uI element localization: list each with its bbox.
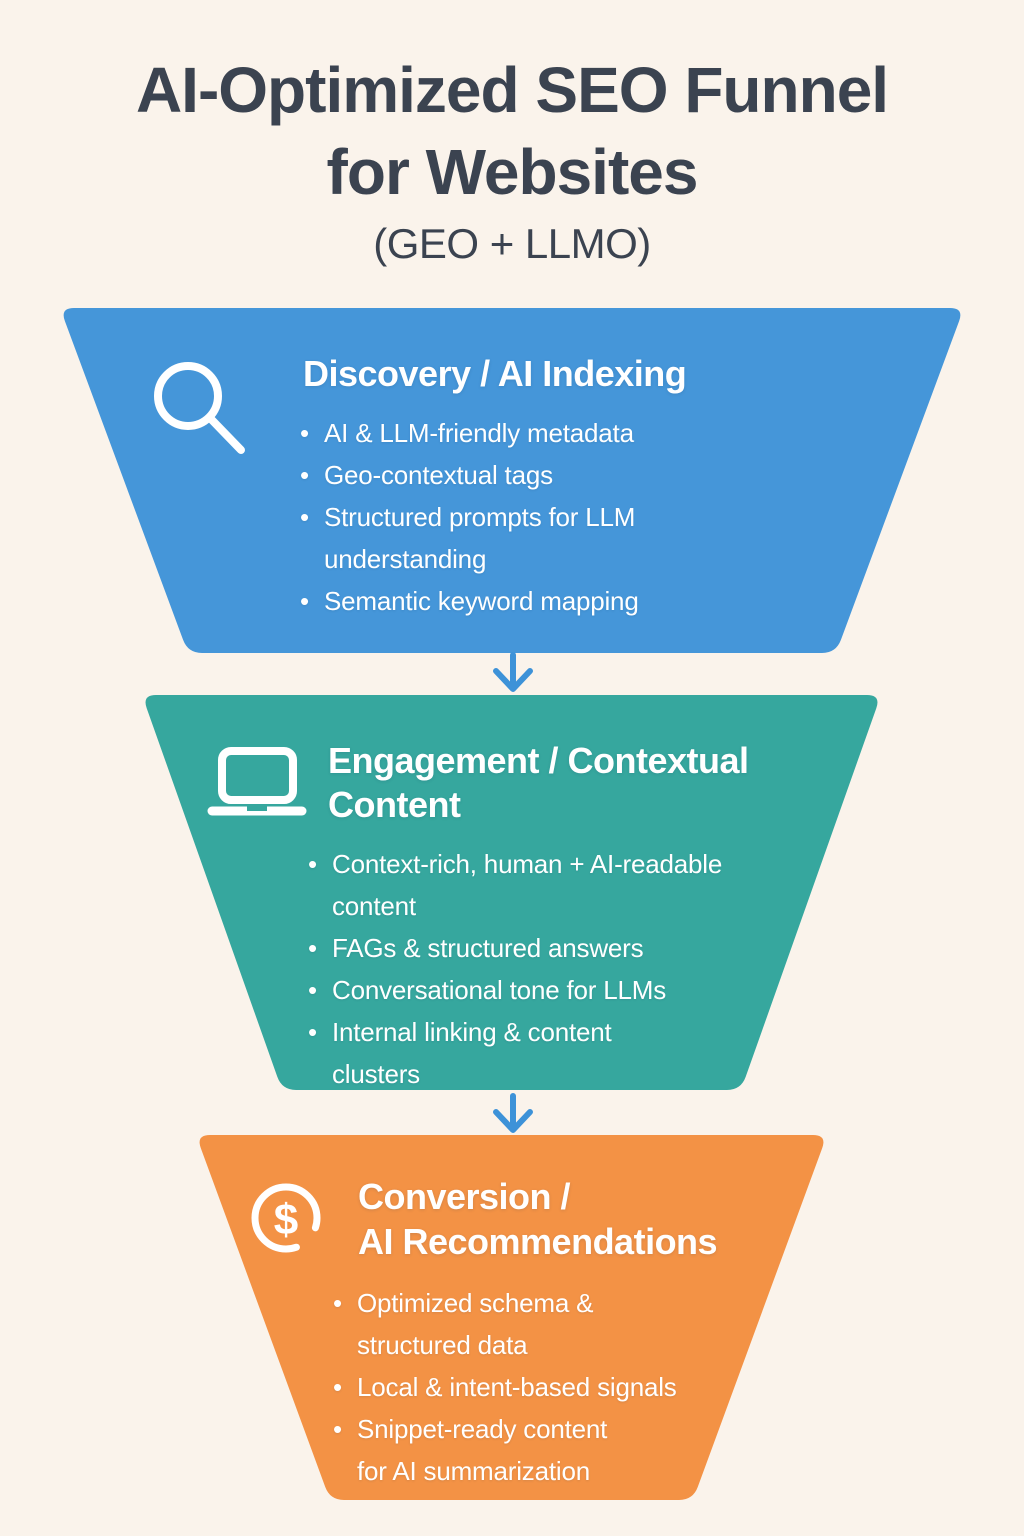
stage-title-conversion: Conversion / AI Recommendations [358, 1176, 718, 1262]
bullet-item: Local & intent-based signals [331, 1366, 677, 1408]
page-subtitle: (GEO + LLMO) [373, 220, 651, 267]
stage-bullets-discovery: AI & LLM-friendly metadataGeo-contextual… [298, 412, 639, 622]
stage-title-engagement: Engagement / Contextual Content [328, 740, 749, 825]
bullet-item: AI & LLM-friendly metadata [298, 412, 639, 454]
arrow-down-icon [493, 1093, 533, 1133]
bullet-item: Snippet-ready content for AI summarizati… [331, 1408, 677, 1492]
bullet-item: Conversational tone for LLMs [306, 969, 722, 1011]
bullet-item: FAGs & structured answers [306, 927, 722, 969]
bullet-item: Structured prompts for LLM understanding [298, 496, 639, 580]
search-icon [154, 362, 245, 454]
stage-bullets-conversion: Optimized schema & structured dataLocal … [331, 1282, 677, 1492]
laptop-icon [207, 747, 307, 816]
stage-title-discovery: Discovery / AI Indexing [303, 353, 687, 394]
bullet-item: Internal linking & content clusters [306, 1011, 722, 1095]
page-title: AI-Optimized SEO Funnel for Websites [135, 54, 889, 208]
bullet-item: Optimized schema & structured data [331, 1282, 677, 1366]
bullet-item: Context-rich, human + AI-readable conten… [306, 843, 722, 927]
bullet-item: Semantic keyword mapping [298, 580, 639, 622]
arrow-down-icon [493, 652, 533, 692]
stage-bullets-engagement: Context-rich, human + AI-readable conten… [306, 843, 722, 1095]
dollar-symbol: $ [274, 1196, 298, 1245]
dollar-icon: $ [251, 1183, 321, 1253]
bullet-item: Geo-contextual tags [298, 454, 639, 496]
